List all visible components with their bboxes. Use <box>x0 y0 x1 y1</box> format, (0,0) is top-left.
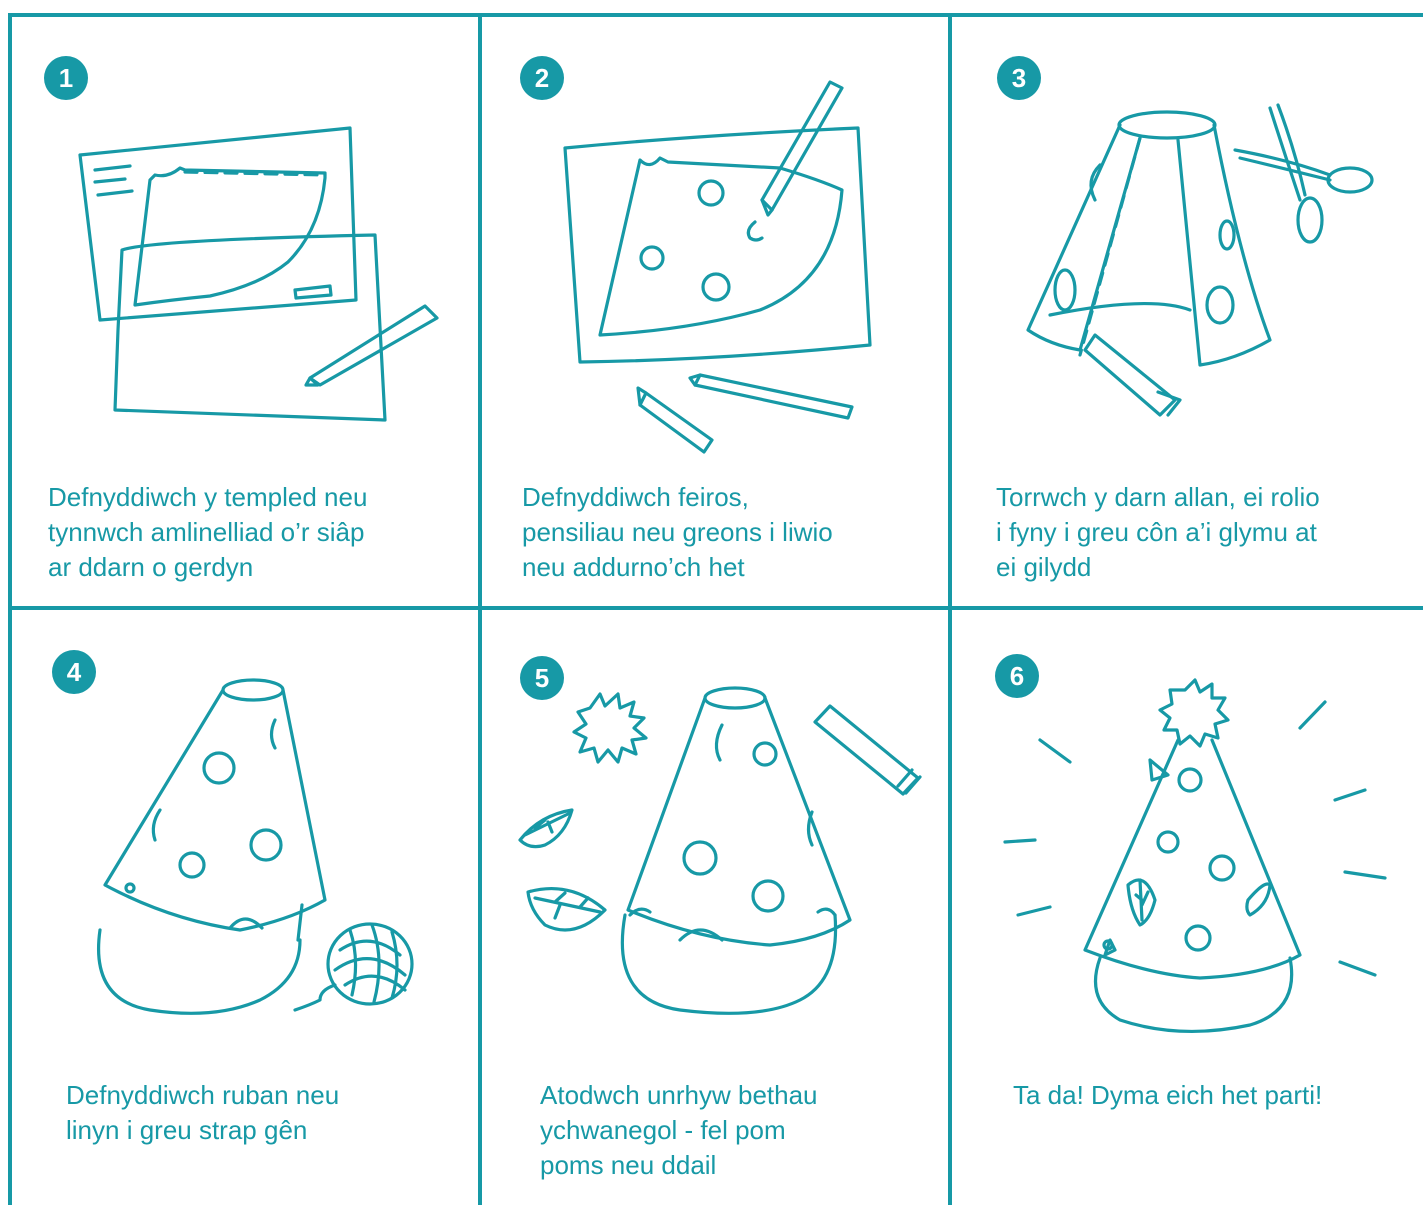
step-6-caption: Ta da! Dyma eich het parti! <box>1013 1078 1413 1113</box>
